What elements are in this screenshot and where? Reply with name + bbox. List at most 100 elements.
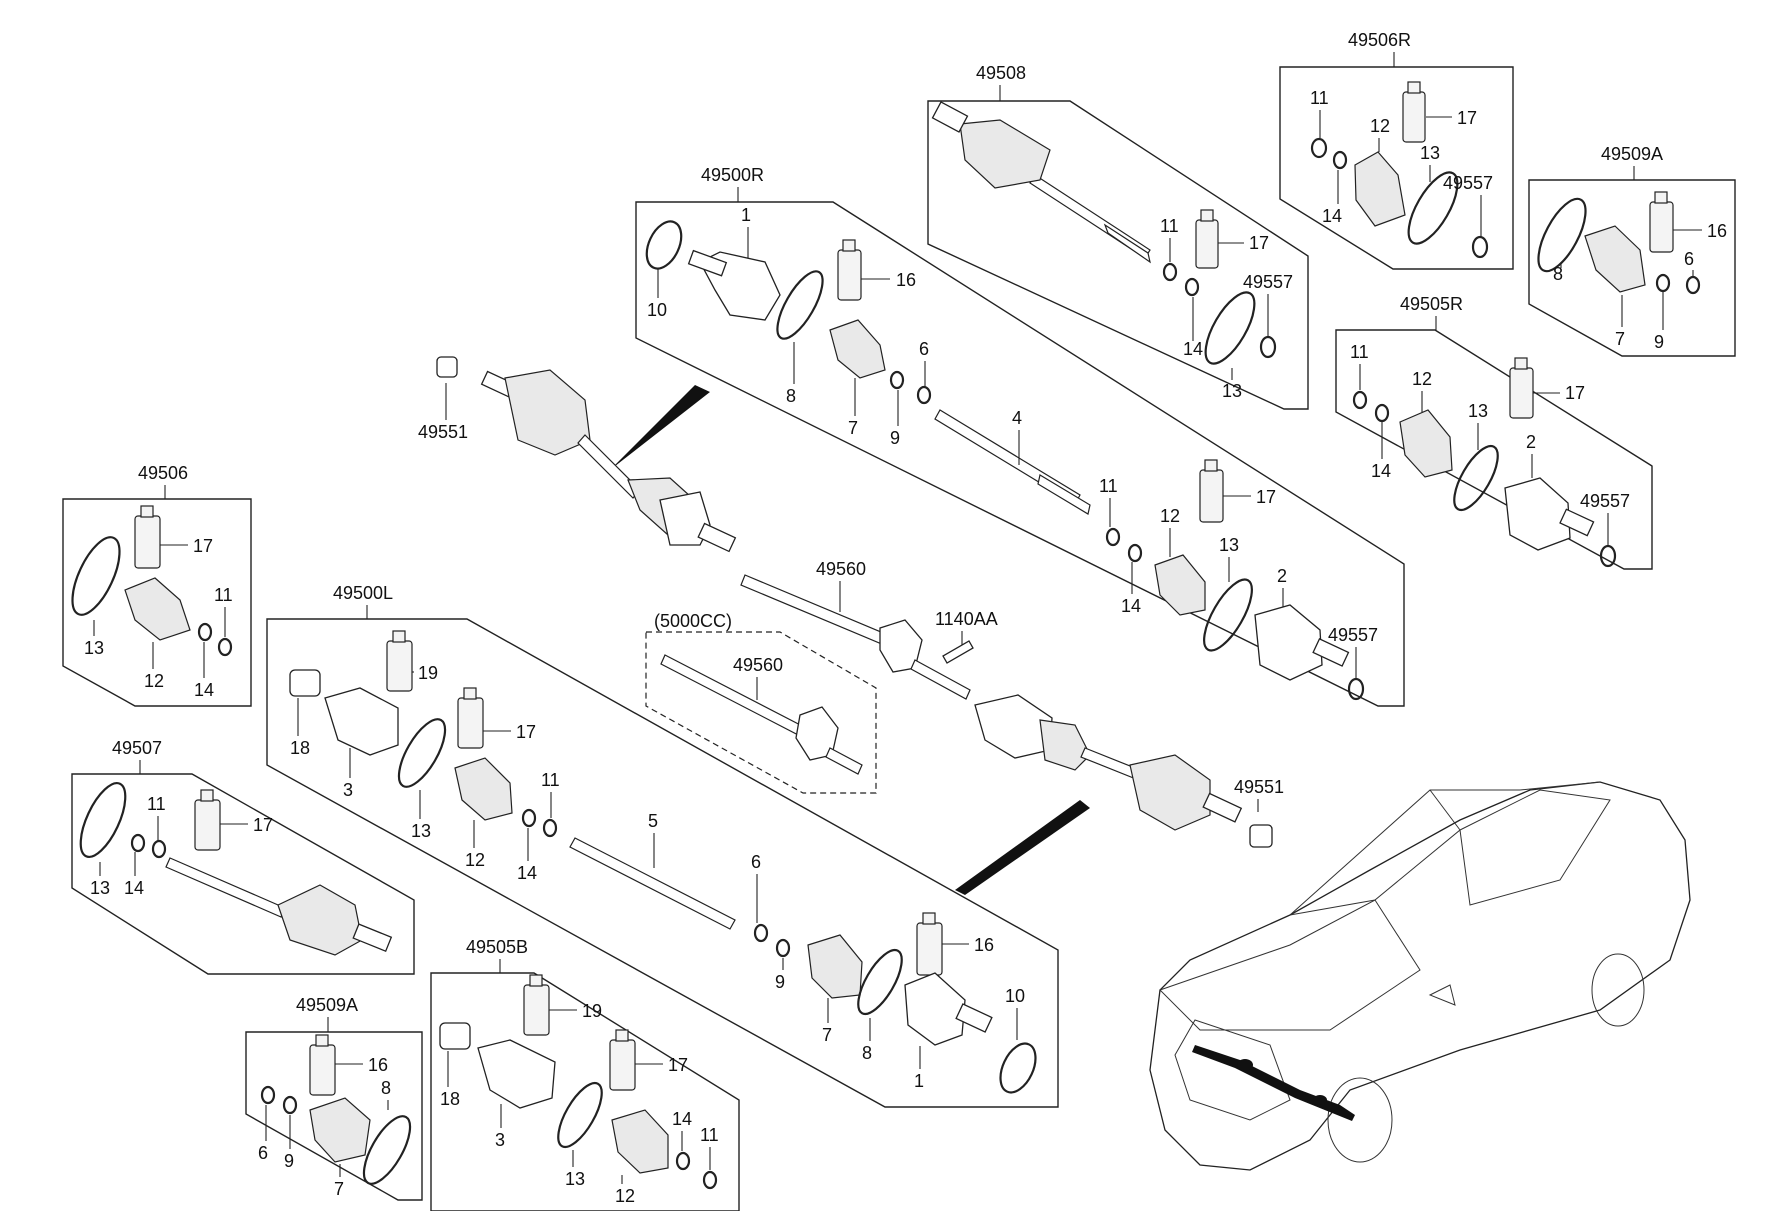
part-label: 13 — [1219, 535, 1239, 555]
group-49500R: 1 16 10 8 7 6 9 4 11 17 12 13 2 14 49557 — [645, 205, 1378, 701]
grease-tube — [194, 799, 221, 851]
car-rear-wheel — [1591, 953, 1645, 1027]
part-label: 1 — [741, 205, 751, 225]
grease-tube — [457, 697, 484, 749]
clip-ring — [1184, 277, 1200, 297]
clip-ring — [1374, 403, 1390, 423]
part-label: 17 — [1565, 383, 1585, 403]
box-49509A-top — [1528, 179, 1736, 357]
axle-nut — [436, 356, 458, 378]
grease-tube — [309, 1044, 336, 1096]
bolt-1140AA — [942, 640, 974, 664]
group-49509A-top: 16 8 6 7 9 — [1537, 191, 1727, 352]
part-label: 18 — [290, 738, 310, 758]
group-49508: 11 17 49557 14 13 — [931, 101, 1293, 401]
box-49508 — [927, 100, 1309, 410]
group-49505R: 11 12 17 13 2 14 49557 — [1350, 342, 1630, 568]
inner-joint-housing — [324, 687, 399, 756]
group-49500L: 19 17 18 3 11 13 12 14 5 6 16 9 10 7 8 1 — [289, 630, 1037, 1094]
clip-ring — [130, 833, 146, 853]
assembly-label-49560-main: 49560 — [816, 559, 866, 579]
part-label: 6 — [258, 1143, 268, 1163]
part-label: 12 — [1412, 369, 1432, 389]
center-shaft — [740, 574, 901, 651]
boot-band — [1204, 291, 1256, 365]
clip-ring — [1127, 543, 1143, 563]
part-label: 14 — [1183, 339, 1203, 359]
clip-ring — [1685, 275, 1701, 295]
boot — [1154, 554, 1206, 616]
boot — [807, 934, 863, 999]
grease-tube — [1509, 367, 1534, 419]
clip-ring — [542, 818, 558, 838]
part-label: 17 — [516, 722, 536, 742]
part-label: 3 — [343, 780, 353, 800]
grease-tube — [1402, 91, 1426, 143]
boot-band — [1407, 171, 1459, 245]
grease-tube — [916, 922, 943, 976]
part-label: 19 — [582, 1001, 602, 1021]
assembly-boxes — [62, 66, 1736, 1211]
part-label: 12 — [1160, 506, 1180, 526]
car-hood — [1159, 899, 1421, 1031]
clip-ring — [1332, 150, 1348, 170]
part-label: 7 — [1615, 329, 1625, 349]
part-label: 17 — [1256, 487, 1276, 507]
car-front-wheel — [1327, 1077, 1393, 1163]
clip-ring — [217, 637, 233, 657]
clip-ring — [889, 370, 905, 390]
group-49506: 17 11 13 12 14 — [71, 505, 233, 700]
part-label: 13 — [1468, 401, 1488, 421]
part-label: 17 — [253, 815, 273, 835]
clip-ring — [1655, 273, 1671, 293]
part-label: 6 — [751, 852, 761, 872]
boot — [454, 757, 513, 821]
part-label: 9 — [284, 1151, 294, 1171]
part-label: 8 — [1553, 264, 1563, 284]
clip-ring — [775, 938, 791, 958]
boot-band — [1453, 444, 1499, 512]
seal-ring — [1471, 235, 1489, 259]
assembly-label-49505R: 49505R — [1400, 294, 1463, 314]
axle-nut — [1249, 824, 1273, 848]
part-label: 11 — [1099, 476, 1118, 496]
box-49509A-bottom — [245, 1031, 423, 1201]
part-label: 14 — [124, 878, 144, 898]
part-label: 11 — [1160, 216, 1179, 236]
outer-cv-joint — [904, 972, 966, 1046]
pointer-wedge-bottom — [955, 800, 1090, 895]
part-label: 18 — [440, 1089, 460, 1109]
boot — [124, 577, 191, 641]
part-label: 3 — [495, 1130, 505, 1150]
inner-cv-joint — [1504, 477, 1571, 551]
part-label: 7 — [848, 418, 858, 438]
part-label: 10 — [647, 300, 667, 320]
clip-ring — [916, 385, 932, 405]
cv-joint-outer — [504, 369, 591, 456]
car-illustration — [1149, 781, 1691, 1171]
boot-band — [776, 270, 824, 340]
tone-ring — [999, 1042, 1037, 1094]
box-49505B — [430, 972, 740, 1211]
assembly-label-49508: 49508 — [976, 63, 1026, 83]
boot — [1399, 409, 1453, 478]
boot — [1354, 151, 1406, 227]
bearing-18 — [289, 669, 321, 697]
part-label: 8 — [381, 1078, 391, 1098]
drive-shaft — [165, 857, 286, 918]
part-label: 14 — [1121, 596, 1141, 616]
clip-ring — [753, 923, 769, 943]
long-drive-shaft — [577, 434, 641, 499]
part-label: 12 — [144, 671, 164, 691]
part-label: 8 — [786, 386, 796, 406]
grease-tube — [134, 515, 161, 569]
car-side-window — [1459, 789, 1611, 906]
group-49505B: 19 17 18 14 3 11 13 12 — [439, 974, 719, 1206]
cv-joint-outer — [959, 119, 1051, 189]
inner-cv-joint — [1254, 604, 1323, 681]
clip-ring — [197, 622, 213, 642]
box-5000cc-variant — [645, 631, 877, 794]
clip-ring — [260, 1085, 276, 1105]
boot — [829, 319, 886, 379]
